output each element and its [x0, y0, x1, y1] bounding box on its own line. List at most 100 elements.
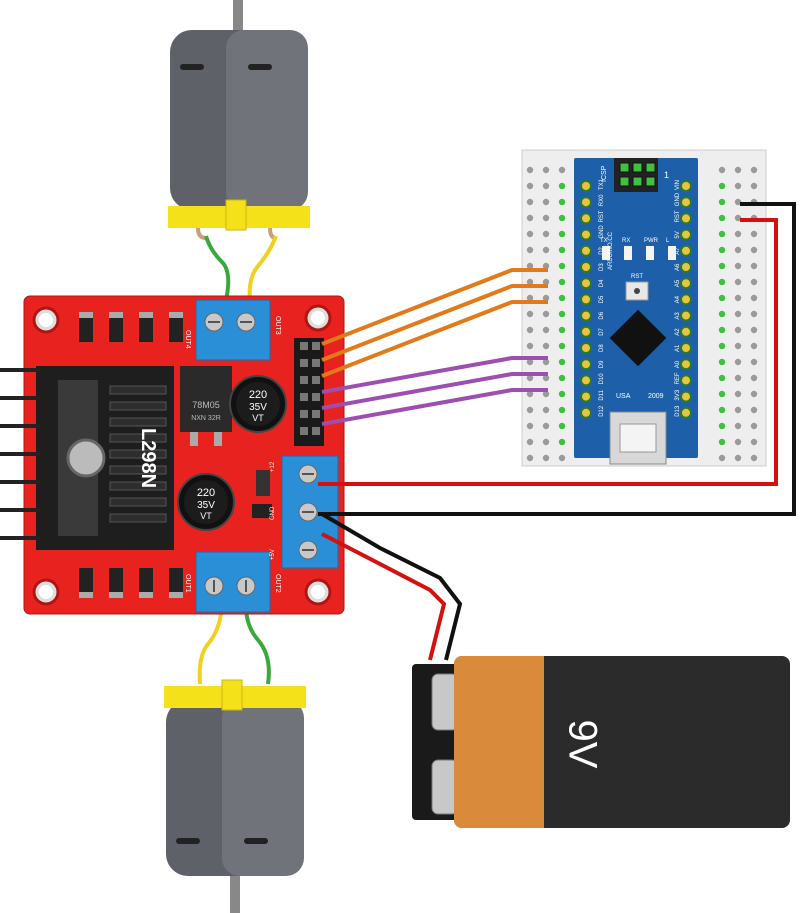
motor-bottom-highlight: [222, 700, 304, 876]
icsp-pin: [632, 162, 643, 173]
nano-led-label: RX: [622, 238, 630, 244]
breadboard-hole: [718, 422, 726, 430]
breadboard-hole: [750, 246, 758, 254]
breadboard-hole: [734, 294, 742, 302]
heatsink-screw: [66, 438, 106, 478]
breadboard-hole: [718, 166, 726, 174]
breadboard-hole: [526, 422, 534, 430]
out1-label: OUT1: [184, 574, 191, 593]
breadboard-hole: [526, 262, 534, 270]
nano-pin: [680, 212, 692, 225]
breadboard-hole: [718, 310, 726, 318]
breadboard-hole: [750, 230, 758, 238]
regulator-body: [180, 366, 232, 432]
nano-pin-label-left: D11: [599, 389, 605, 400]
nano-pin-label-right: A5: [675, 279, 681, 287]
breadboard-hole: [526, 294, 534, 302]
chip-leg: [0, 480, 40, 484]
breadboard-hole: [526, 230, 534, 238]
nano-led-label: L: [666, 238, 670, 244]
breadboard-hole: [542, 454, 550, 462]
nano-pin: [580, 244, 592, 257]
icsp-pin: [619, 176, 630, 187]
breadboard-hole: [734, 198, 742, 206]
breadboard-hole: [750, 374, 758, 382]
heatsink-fin: [109, 433, 167, 443]
nano-pin-label-left: D3: [599, 263, 605, 271]
icsp-label: ICSP: [601, 165, 608, 182]
motor-bottom-slot: [176, 838, 200, 844]
breadboard-hole: [526, 326, 534, 334]
header-pin: [312, 427, 320, 435]
signal-wires: [321, 268, 548, 426]
breadboard-hole: [542, 358, 550, 366]
breadboard-hole: [734, 166, 742, 174]
nano-pin-label-left: RST: [599, 210, 605, 222]
out4-label: OUT4: [184, 330, 191, 349]
breadboard-hole: [734, 278, 742, 286]
breadboard-hole: [526, 278, 534, 286]
breadboard-hole: [542, 166, 550, 174]
nano-board: [574, 158, 698, 458]
breadboard-hole: [558, 166, 566, 174]
breadboard-hole: [750, 342, 758, 350]
breadboard-hole: [526, 310, 534, 318]
heatsink-fin: [109, 481, 167, 491]
l298n-leg-pins: [0, 368, 40, 540]
smd-component: [252, 504, 272, 518]
breadboard-hole: [558, 422, 566, 430]
breadboard-hole: [542, 246, 550, 254]
nano-pin: [580, 196, 592, 209]
nano-pin-label-right: A1: [675, 344, 681, 352]
nano-pin-label-left: D8: [599, 344, 605, 352]
breadboard-hole: [750, 406, 758, 414]
nano-pin-label-left: D9: [599, 360, 605, 368]
breadboard-hole: [734, 182, 742, 190]
cap1-value: 220: [249, 389, 267, 401]
wire-yellow-bottom: [197, 605, 224, 685]
breadboard-hole: [734, 214, 742, 222]
nano-pin-label-right: A3: [675, 312, 681, 320]
breadboard-hole: [718, 406, 726, 414]
breadboard-hole: [734, 246, 742, 254]
wire-green-bottom: [244, 605, 271, 685]
breadboard-hole: [718, 230, 726, 238]
breadboard-hole: [558, 182, 566, 190]
wire-black-gnd: [318, 202, 796, 516]
breadboard-hole: [718, 182, 726, 190]
breadboard-hole: [734, 262, 742, 270]
heatsink-fin: [109, 385, 167, 395]
header-pin: [312, 359, 320, 367]
breadboard-hole: [542, 214, 550, 222]
chip-leg: [0, 424, 40, 428]
heatsink-fin: [109, 465, 167, 475]
breadboard-hole: [750, 438, 758, 446]
breadboard-hole: [734, 406, 742, 414]
nano-pin-label-right: A4: [675, 295, 681, 303]
breadboard-hole: [750, 454, 758, 462]
plus5v-label: +5V: [270, 549, 276, 560]
battery-9v: 9V: [412, 656, 790, 828]
terminal-out-bottom: OUT1 OUT2: [184, 551, 281, 613]
nano-pin-label-right: GND: [675, 192, 681, 206]
wire-yellow-top: [247, 235, 278, 301]
nano-pin: [580, 342, 592, 354]
breadboard-holes: [526, 166, 758, 462]
nano-pin: [680, 228, 692, 241]
breadboard-hole: [750, 294, 758, 302]
breadboard-hole: [526, 454, 534, 462]
breadboard-hole: [526, 438, 534, 446]
chip-leg: [0, 508, 40, 512]
nano-pin-label-left: GND: [599, 225, 605, 239]
battery-orange-band: [454, 656, 544, 828]
chip-label: L298N: [137, 428, 159, 488]
breadboard-hole: [718, 454, 726, 462]
nano-pin: [680, 261, 692, 273]
breadboard-hole: [526, 406, 534, 414]
breadboard-hole: [558, 438, 566, 446]
breadboard-hole: [542, 294, 550, 302]
breadboard-hole: [558, 454, 566, 462]
plus12-label: +12: [270, 461, 276, 472]
nano-pin-label-right: 5V: [675, 231, 681, 238]
breadboard-hole: [718, 278, 726, 286]
